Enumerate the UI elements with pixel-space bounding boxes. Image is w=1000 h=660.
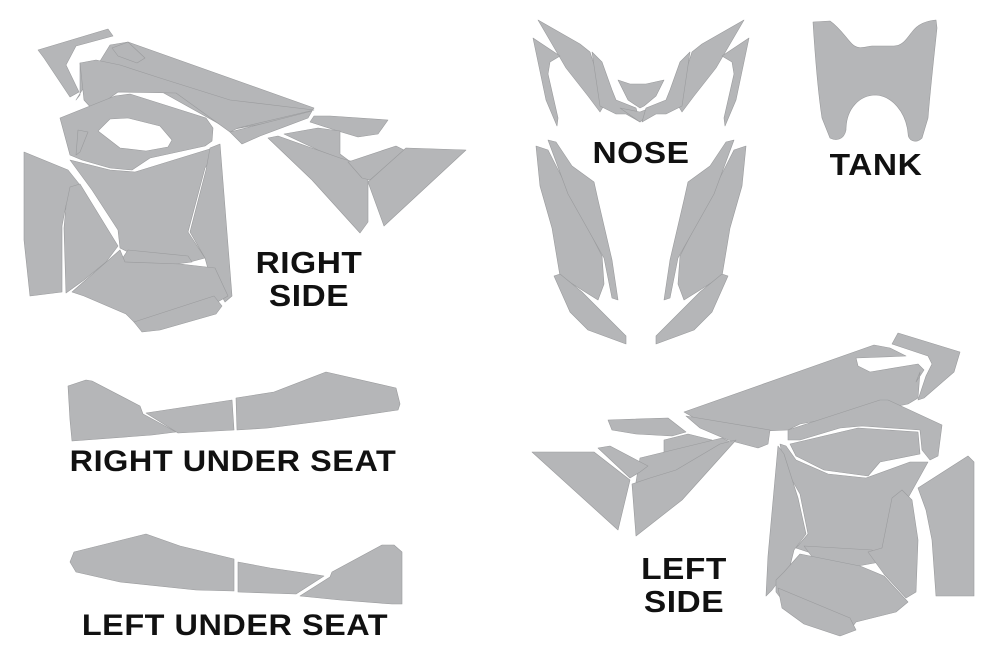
right-side-part-top-strip: [37, 28, 114, 98]
right-side-part-wing-top: [309, 115, 389, 138]
nose-part-lower-right-bottom: [655, 273, 729, 345]
right-under-seat-label: RIGHT UNDER SEAT: [69, 445, 397, 478]
left-side-part-bottom-lower: [777, 587, 857, 637]
left-side-group: [531, 332, 975, 637]
left-side-part-shoulder-inner: [789, 427, 921, 477]
tank-label: TANK: [829, 147, 923, 182]
left-side-part-upper-tab: [685, 415, 771, 449]
left-side-label-line1: LEFT: [641, 551, 727, 586]
right-side-part-belt: [229, 110, 313, 145]
right-side-part-main: [69, 147, 215, 263]
right-under-seat-part-rear: [235, 371, 401, 431]
right-side-part-upper-slot: [111, 41, 146, 64]
left-side-part-shoulder-upper: [787, 399, 943, 461]
right-side-part-wing-lower: [267, 135, 369, 234]
left-under-seat-part-front: [69, 533, 235, 592]
left-side-label: LEFT SIDE: [624, 552, 745, 619]
nose-group: [532, 19, 750, 345]
right-under-seat-group: [67, 371, 401, 442]
nose-label: NOSE: [592, 135, 690, 170]
left-side-part-wing-top: [607, 417, 687, 437]
left-side-part-left-strip: [765, 445, 807, 597]
right-side-group: [23, 28, 467, 333]
nose-part-lower-left-strip: [547, 139, 619, 301]
left-under-seat-label: LEFT UNDER SEAT: [81, 609, 389, 642]
nose-part-center: [617, 79, 665, 109]
left-side-part-wing-left: [531, 451, 631, 531]
right-side-part-left-mid: [63, 183, 119, 294]
right-side-label-line1: RIGHT: [255, 245, 363, 280]
right-side-part-bottom-lower: [133, 295, 223, 333]
right-side-part-shoulder: [59, 93, 214, 171]
right-under-seat-part-middle: [145, 399, 235, 434]
nose-part-upper-left-side: [532, 37, 561, 127]
nose-part-lower-left-bottom: [553, 273, 627, 345]
right-under-seat-part-front: [67, 379, 177, 442]
right-side-label: RIGHT SIDE: [243, 246, 375, 313]
nose-part-upper-right-inner: [641, 51, 691, 123]
left-side-part-right-mid: [867, 489, 919, 599]
right-side-part-wing-right: [367, 147, 467, 227]
right-side-label-line2: SIDE: [268, 278, 350, 314]
nose-part-upper-right-side: [721, 37, 750, 127]
left-side-part-far-right: [917, 455, 975, 597]
nose-part-lower-right-strip: [663, 139, 735, 301]
left-side-label-line2: SIDE: [643, 584, 725, 620]
left-under-seat-part-middle: [237, 561, 325, 595]
left-side-part-wing-left-inner: [597, 445, 649, 479]
left-under-seat-group: [69, 533, 403, 605]
right-side-part-shoulder-inner: [75, 129, 89, 156]
left-side-part-top-right-strip: [891, 332, 961, 401]
tank-part: [812, 19, 938, 142]
left-side-part-wing-lower: [631, 439, 737, 537]
right-side-part-far-left: [23, 151, 81, 297]
left-under-seat-part-rear: [299, 544, 403, 605]
